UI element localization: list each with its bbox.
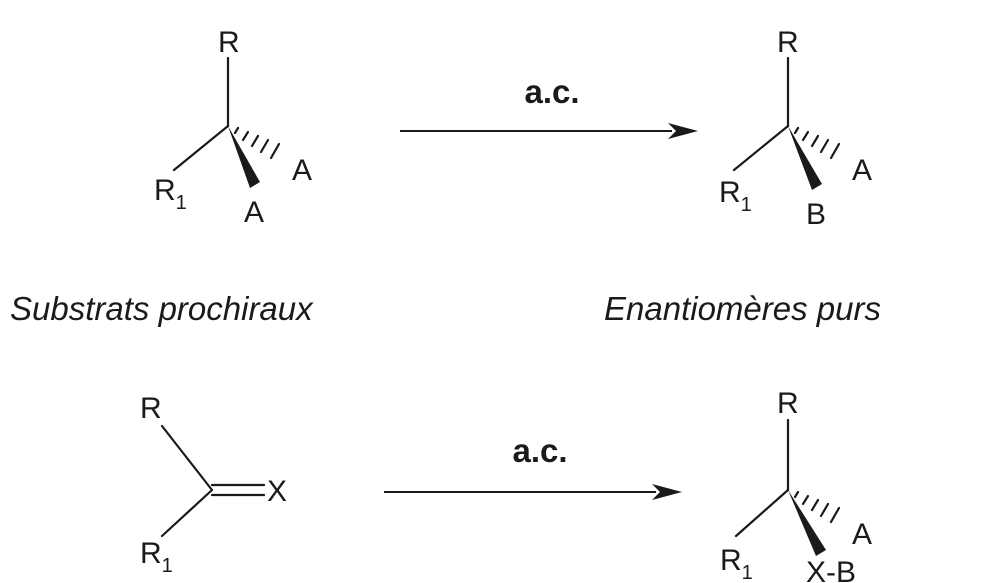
reaction-2-product: R R1 A X-B xyxy=(720,387,872,583)
product-1-bond-left xyxy=(732,124,790,172)
substrate-1-wedge-bond xyxy=(228,126,260,188)
product-1-hashed-label: A xyxy=(852,154,872,187)
product-2-wedge-bond xyxy=(788,490,826,556)
product-1-top-label: R xyxy=(777,26,799,59)
product-2-wedge-label: X-B xyxy=(806,556,856,583)
product-1-wedge-bond xyxy=(788,126,822,190)
reaction-2-arrow xyxy=(384,484,682,500)
reaction-1-reagent: a.c. xyxy=(524,73,579,110)
product-2-hashed-bond xyxy=(793,490,841,524)
substrate-2-bond-bottom xyxy=(160,488,214,538)
product-2-top-label: R xyxy=(777,387,799,420)
product-1-left-label: R1 xyxy=(719,176,752,216)
substrate-1-wedge-label: A xyxy=(244,196,264,229)
reaction-1-arrow xyxy=(400,123,698,139)
reaction-2-substrate: R X R1 xyxy=(140,392,287,577)
product-2-hashed-label: A xyxy=(852,518,872,551)
substrate-1-top-label: R xyxy=(218,26,240,59)
substrate-2-bond-top xyxy=(160,424,214,492)
product-1-wedge-label: B xyxy=(806,198,826,231)
product-2-bond-left xyxy=(734,488,790,538)
caption-products: Enantiomères purs xyxy=(604,290,881,327)
reaction-2-reagent: a.c. xyxy=(512,432,567,469)
substrate-2-double-bond xyxy=(210,483,266,497)
reaction-1-product: R R1 A B xyxy=(719,26,872,231)
reaction-1-substrate: R R1 A A xyxy=(154,26,312,229)
substrate-1-bond-left xyxy=(172,124,230,172)
product-2-left-label: R1 xyxy=(720,544,753,583)
substrate-2-bottom-label: R1 xyxy=(140,537,173,577)
caption-substrates: Substrats prochiraux xyxy=(10,290,314,327)
product-1-hashed-bond xyxy=(793,126,841,160)
substrate-1-left-label: R1 xyxy=(154,174,187,214)
substrate-2-double-bond-label: X xyxy=(267,475,287,508)
substrate-1-hashed-bond xyxy=(233,126,281,160)
substrate-1-hashed-label: A xyxy=(292,154,312,187)
substrate-2-top-label: R xyxy=(140,392,162,425)
